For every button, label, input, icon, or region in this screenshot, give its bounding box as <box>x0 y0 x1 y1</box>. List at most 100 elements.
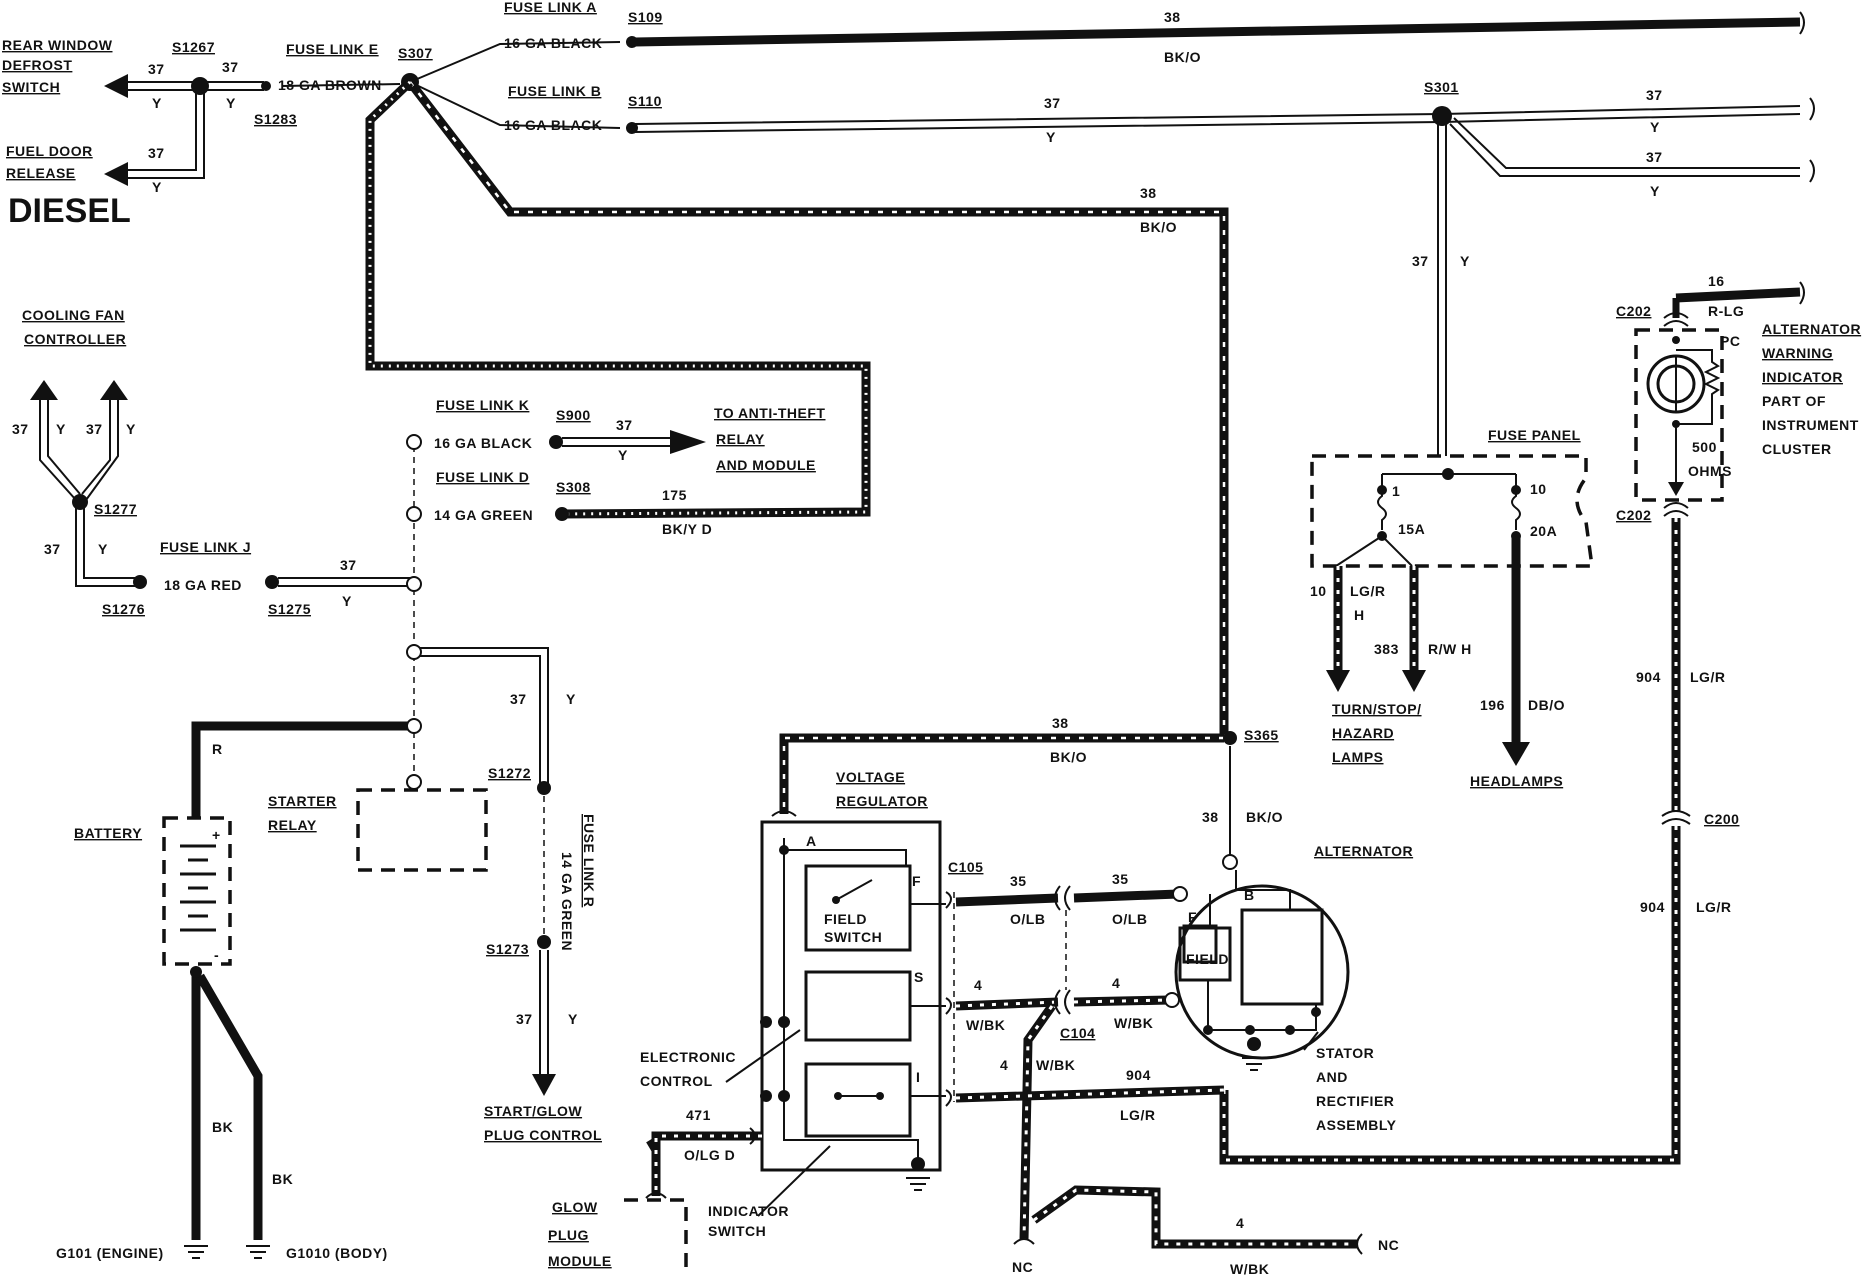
alt-node-4 <box>1311 1007 1321 1017</box>
wire-4-wbk-b-hatch <box>1073 998 1171 1004</box>
fuse-link-r-label: FUSE LINK R <box>581 814 597 907</box>
indicator-switch-label-1: INDICATOR <box>708 1203 789 1219</box>
terminal-starter <box>406 774 422 790</box>
indicator-switch-box <box>804 1062 912 1138</box>
wire-35-a-label: 35 <box>1010 873 1027 889</box>
rear-window-label-1: REAR WINDOW <box>2 37 113 53</box>
fuse-10-num: 10 <box>1530 481 1547 497</box>
connector-reg-a <box>771 810 797 817</box>
c104-f-a <box>1054 885 1061 911</box>
fuse-1-element <box>1377 474 1387 530</box>
wire-wbk-b-label: W/BK <box>1114 1015 1153 1031</box>
reg-node-a <box>779 845 789 855</box>
wire-35-b-label: 35 <box>1112 871 1129 887</box>
c104-s-a <box>1054 989 1061 1015</box>
fuse-link-a-label: FUSE LINK A <box>504 0 597 15</box>
wire-y-rw-label: Y <box>152 95 162 111</box>
diesel-title: DIESEL <box>8 192 131 230</box>
splice-s1276 <box>133 575 147 589</box>
connector-c202-bottom2 <box>1663 510 1689 517</box>
fuse-1-num: 1 <box>1392 483 1400 499</box>
terminal-r <box>406 644 422 660</box>
wire-olb-a-label: O/LB <box>1010 911 1045 927</box>
reg-node-ec <box>778 1016 790 1028</box>
glow-module-label-3: MODULE <box>548 1253 612 1269</box>
wire-dbo-label: DB/O <box>1528 697 1565 713</box>
splice-s109-label: S109 <box>628 9 663 25</box>
splice-s1283-label: S1283 <box>254 111 297 127</box>
anti-theft-label-3: AND MODULE <box>716 457 816 473</box>
alt-warn-label-4: PART OF <box>1762 393 1826 409</box>
wire-37-y-branch-a <box>1449 123 1800 177</box>
wire-37-fd-label: 37 <box>148 145 165 161</box>
reg-left-bus <box>783 850 919 1164</box>
cooling-fan-circuit <box>30 380 412 589</box>
wire-37-y-fuel-a <box>128 90 197 171</box>
start-glow-label-2: PLUG CONTROL <box>484 1127 602 1143</box>
connector-c202-top <box>1663 312 1689 319</box>
wire-10-label: 10 <box>1310 583 1327 599</box>
alt-warn-label-2: WARNING <box>1762 345 1833 361</box>
alt-warn-label-5: INSTRUMENT <box>1762 417 1859 433</box>
fuse-link-e-ga: 18 GA BROWN <box>278 77 382 93</box>
wire-lgr-turn-label: LG/R <box>1350 583 1385 599</box>
wire-4-wbk-a-hatch <box>955 1000 1059 1008</box>
wire-37-y-r-b <box>420 655 541 788</box>
reg-ground-icon <box>906 1177 930 1191</box>
indicator-box <box>1634 328 1724 502</box>
reg-a-bus <box>783 838 907 866</box>
wire-383-label: 383 <box>1374 641 1399 657</box>
wire-cf-b1 <box>81 398 111 495</box>
arrow-turn-lamps <box>1326 670 1350 692</box>
anti-theft-label-1: TO ANTI-THEFT <box>714 405 826 421</box>
battery-neg-node <box>190 966 202 978</box>
wire-rlg-label: R-LG <box>1708 303 1744 319</box>
fuse-1-out-b <box>1381 535 1413 567</box>
wire-4-nc-label: 4 <box>1236 1215 1244 1231</box>
glow-module-box <box>624 1198 688 1270</box>
splice-s1275-label: S1275 <box>268 601 311 617</box>
wire-16-label: 16 <box>1708 273 1725 289</box>
alt-field-box <box>1178 926 1232 982</box>
fuse-link-j-ga: 18 GA RED <box>164 577 242 593</box>
fuse-link-r-ga: 14 GA GREEN <box>559 852 575 951</box>
cooling-fan-label-1: COOLING FAN <box>22 307 125 323</box>
wire-37-cf2-label: 37 <box>86 421 103 437</box>
turn-label-3: LAMPS <box>1332 749 1384 765</box>
wire-37-r1-label: 37 <box>1646 87 1663 103</box>
wire-break-b <box>1809 97 1815 121</box>
starter-relay-label-2: RELAY <box>268 817 317 833</box>
c-471-pin <box>749 1127 756 1145</box>
splice-s308 <box>555 507 569 521</box>
battery-cells <box>180 844 216 932</box>
wire-cf-down-b <box>83 506 138 579</box>
wire-37-r-label: 37 <box>510 691 527 707</box>
wire-35-olb-a <box>955 893 1059 907</box>
wire-y-fd-label: Y <box>152 179 162 195</box>
leader-electronic-control <box>725 1029 801 1083</box>
alt-warn-label-1: ALTERNATOR <box>1762 321 1861 337</box>
reg-ground-node <box>911 1157 925 1171</box>
battery-box <box>162 816 232 966</box>
ground-g101-icon <box>184 1245 208 1259</box>
wire-bko-reg-label: BK/O <box>1050 749 1087 765</box>
wire-38-top-label: 38 <box>1164 9 1181 25</box>
c105-f-pin <box>945 891 952 909</box>
rear-window-label-2: DEFROST <box>2 57 72 73</box>
fuse-link-k-ga: 16 GA BLACK <box>434 435 532 451</box>
wire-y-j-label: Y <box>342 593 352 609</box>
fuse-panel <box>1310 454 1595 766</box>
splice-s365 <box>1223 731 1237 745</box>
connector-c202-top2 <box>1663 320 1689 327</box>
wire-18ga-brown <box>281 83 401 87</box>
wire-196-label: 196 <box>1480 697 1505 713</box>
electronic-control-label-1: ELECTRONIC <box>640 1049 736 1065</box>
splice-s900 <box>549 435 563 449</box>
wire-37-rw-label: 37 <box>148 61 165 77</box>
fuse-1-amp: 15A <box>1398 521 1425 537</box>
cooling-fan-label-2: CONTROLLER <box>24 331 126 347</box>
connector-c200-label: C200 <box>1704 811 1739 827</box>
wire-lgr-reg-label: LG/R <box>1120 1107 1155 1123</box>
wire-37-r2-label: 37 <box>1646 149 1663 165</box>
wire-37-glow-label: 37 <box>516 1011 533 1027</box>
